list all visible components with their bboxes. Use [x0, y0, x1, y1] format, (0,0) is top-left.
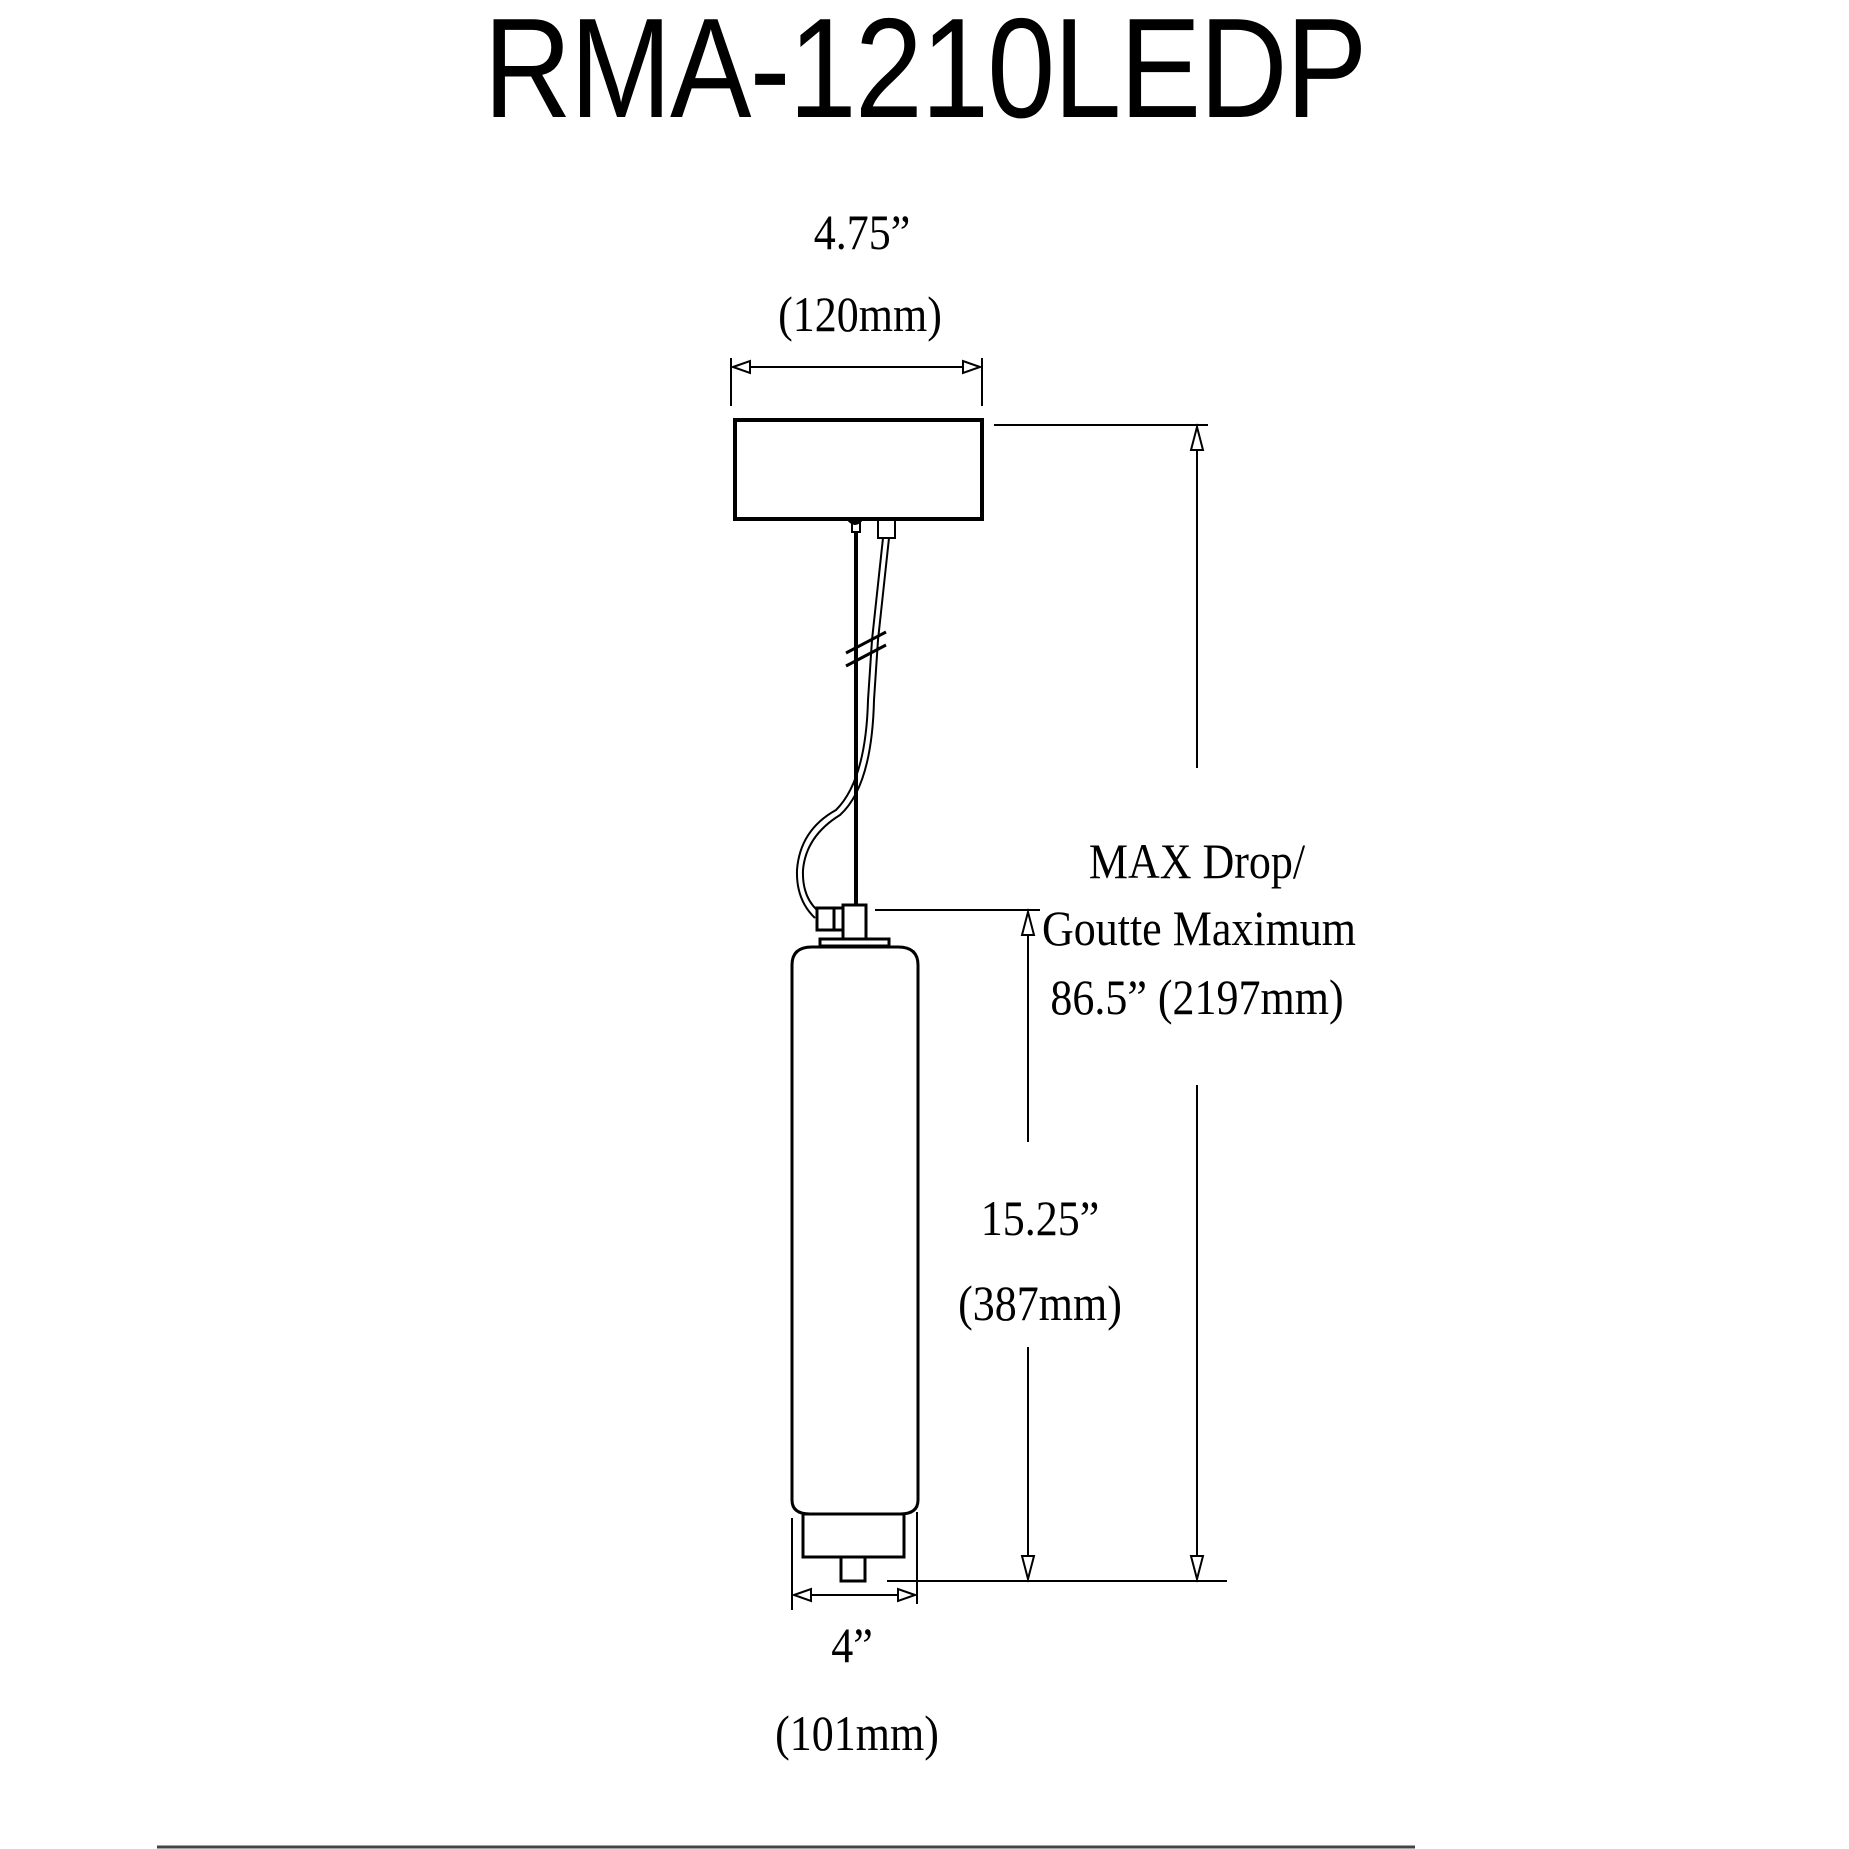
- max-drop-label-fr: Goutte Maximum: [1041, 900, 1357, 956]
- model-number-title: RMA-1210LEDP: [483, 0, 1368, 148]
- canopy: [733, 418, 984, 521]
- max-drop-label-en: MAX Drop/: [1088, 833, 1306, 889]
- fixture-height-imperial: 15.25”: [980, 1190, 1100, 1246]
- max-drop-dimension: [887, 423, 1227, 1583]
- canopy-width-metric: (120mm): [778, 286, 942, 342]
- fixture-height-metric: (387mm): [958, 1275, 1122, 1331]
- arrow-left-icon: [729, 359, 751, 375]
- canopy-width-dimension: [729, 358, 984, 406]
- canopy-width-imperial: 4.75”: [813, 204, 911, 260]
- fixture-width-metric: (101mm): [775, 1705, 939, 1761]
- pendant-body: [790, 945, 920, 1583]
- fixture-height-dimension: [875, 908, 1040, 1583]
- break-mark: [845, 630, 887, 655]
- suspension-cable: [795, 518, 896, 919]
- fixture-width-dimension: [790, 1512, 919, 1610]
- max-drop-value: 86.5” (2197mm): [1050, 969, 1344, 1025]
- arrow-right-icon: [962, 359, 984, 375]
- fixture-width-imperial: 4”: [831, 1617, 873, 1673]
- connector: [815, 903, 891, 948]
